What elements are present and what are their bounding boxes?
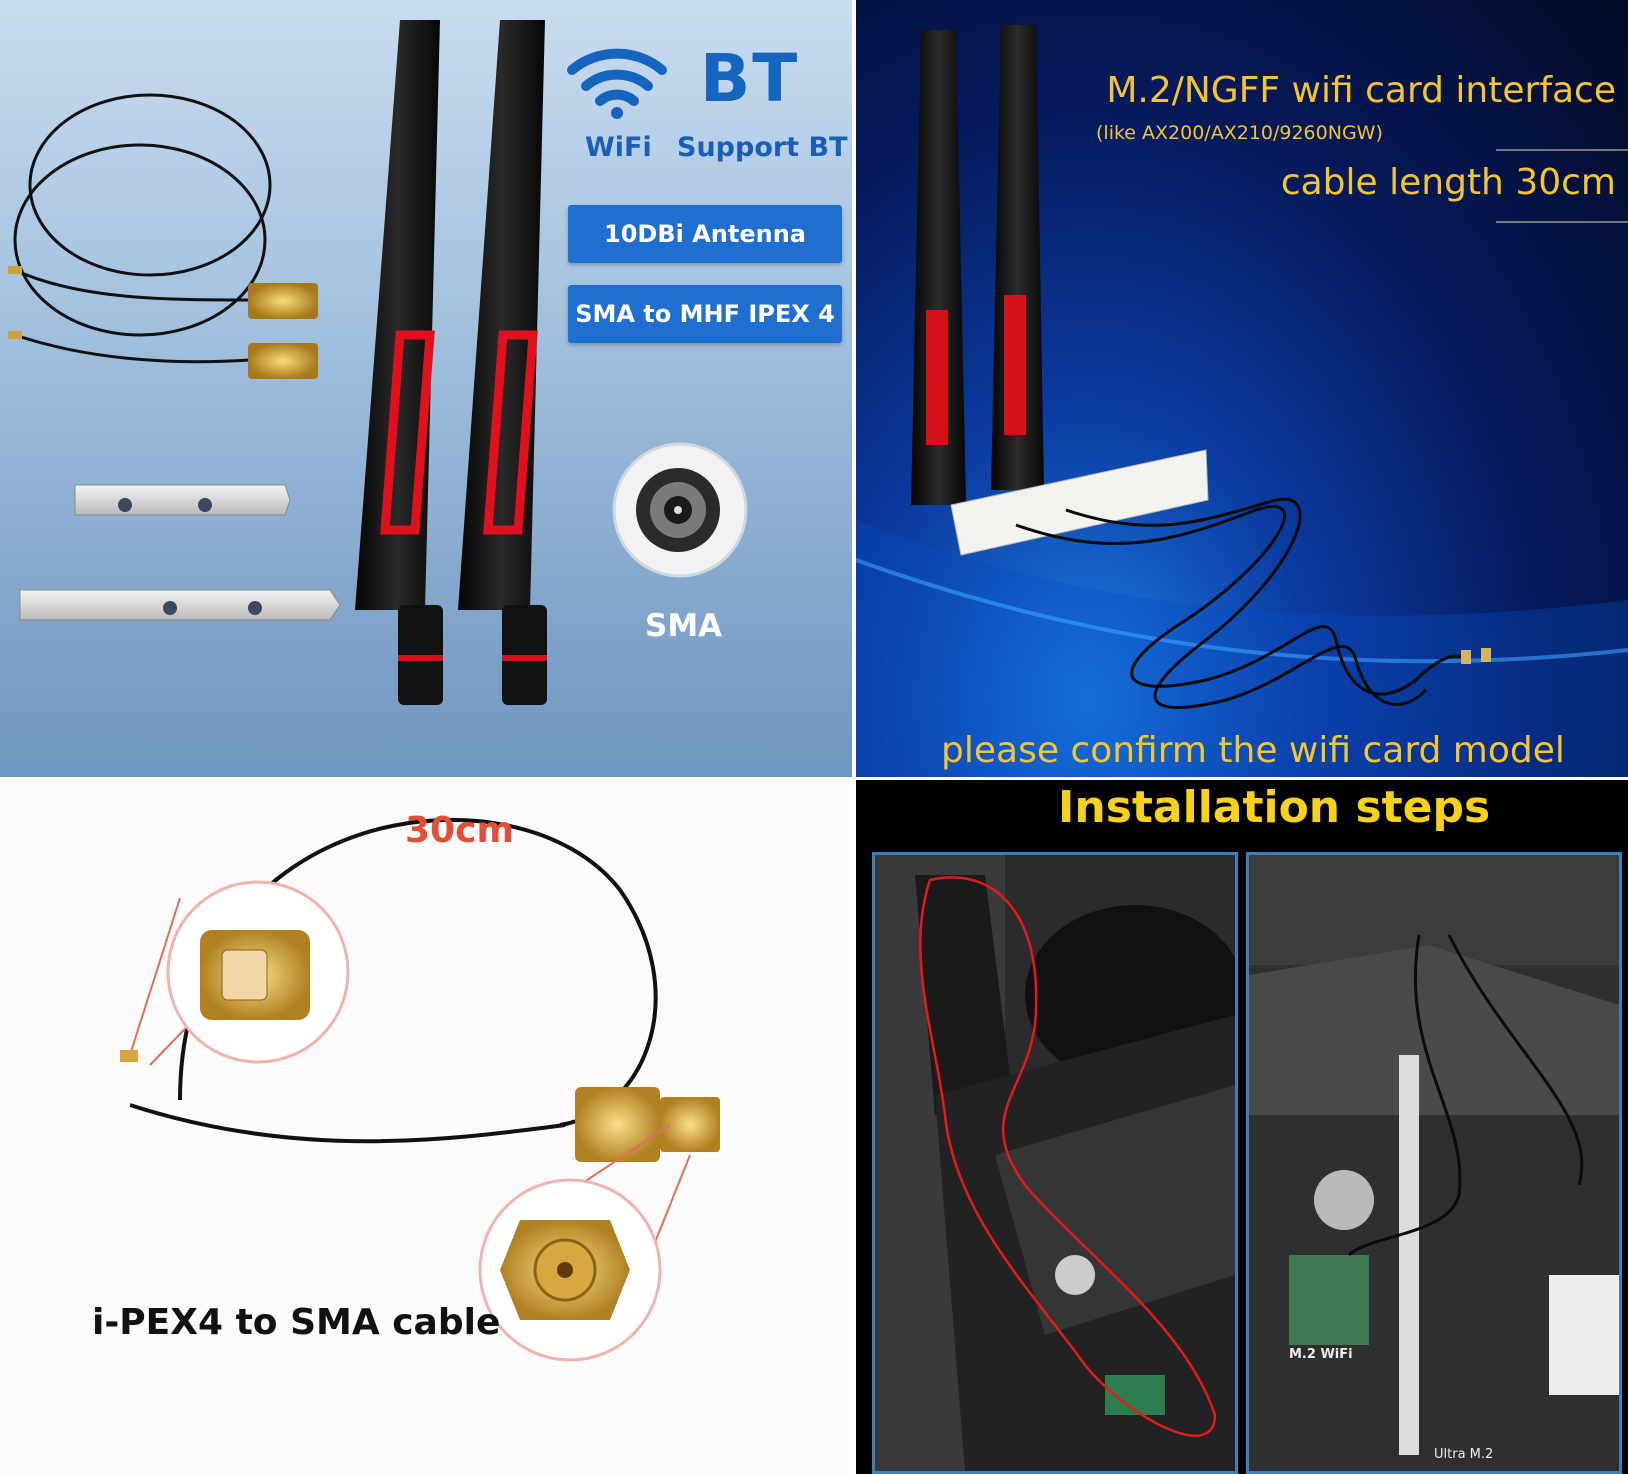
cable-length-label: 30cm [405, 810, 514, 851]
antenna-left [911, 30, 966, 505]
sma-connector-pair [8, 266, 318, 379]
pci-bracket-low-profile [74, 484, 291, 516]
cable-coil [1015, 497, 1468, 709]
bt-logo: BT [700, 40, 800, 117]
pci-bracket-full-height [19, 589, 341, 621]
cable-title: i-PEX4 to SMA cable [92, 1302, 501, 1343]
sma-label: SMA [645, 608, 723, 644]
install-photo-motherboard: M.2 WiFi Ultra M.2 [1246, 852, 1622, 1474]
interface-info-panel: M.2/NGFF wifi card interface (like AX200… [856, 0, 1628, 777]
sma-closeup [478, 1178, 662, 1362]
pci-bracket [950, 449, 1209, 556]
product-overview-panel: BT WiFi Support BT 10DBi Antenna SMA to … [0, 0, 852, 777]
install-photo-case [872, 852, 1238, 1474]
antenna-left [355, 20, 443, 705]
sma-bulkhead-connector [559, 1087, 720, 1281]
cable-illustration [120, 817, 720, 1362]
wifi-label: WiFi [585, 132, 652, 163]
confirm-model-note: please confirm the wifi card model [941, 730, 1565, 771]
coiled-cable [13, 93, 272, 364]
antenna-right [991, 25, 1044, 490]
bt-support-label: Support BT [677, 132, 848, 163]
interface-title: M.2/NGFF wifi card interface [1106, 70, 1616, 111]
ultra-m2-slot-label: Ultra M.2 [1434, 1447, 1494, 1462]
compatible-cards-note: (like AX200/AX210/9260NGW) [1096, 122, 1383, 144]
connector-type-badge: SMA to MHF IPEX 4 [568, 285, 842, 343]
cable-length-text: cable length 30cm [1280, 162, 1616, 203]
installation-panel: Installation steps M.2 WiFi Ultra M [856, 780, 1628, 1474]
ipex-closeup [166, 880, 350, 1064]
cable-detail-panel: 30cm i-PEX4 to SMA cable [0, 780, 852, 1474]
installation-title: Installation steps [1058, 782, 1491, 833]
m2-wifi-slot-label: M.2 WiFi [1289, 1347, 1353, 1362]
antenna-right [458, 20, 547, 705]
product-illustration [8, 20, 748, 705]
antenna-gain-badge: 10DBi Antenna [568, 205, 842, 263]
sma-connector-closeup [612, 442, 748, 578]
wifi-icon [567, 48, 667, 119]
installed-antenna-illustration [856, 25, 1628, 777]
